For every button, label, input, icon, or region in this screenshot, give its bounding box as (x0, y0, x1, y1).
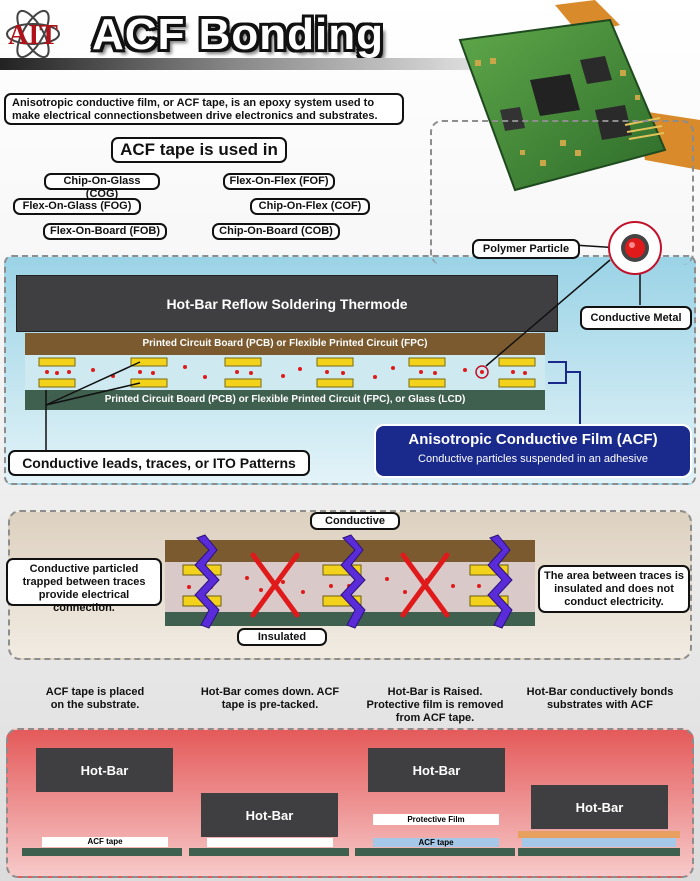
use-cof: Chip-On-Flex (COF) (250, 198, 370, 215)
acf-layer (25, 355, 545, 390)
use-fob: Flex-On-Board (FOB) (43, 223, 167, 240)
polymer-particle-label: Polymer Particle (472, 239, 580, 259)
logo: AIT (4, 4, 62, 62)
conductive-note: Conductive particled trapped between tra… (6, 558, 162, 614)
mechanism-diagram (165, 520, 535, 635)
step-2-substrate (189, 848, 349, 856)
header-bar (0, 58, 470, 70)
step-1-substrate (22, 848, 182, 856)
connector-lines (45, 241, 641, 455)
acf-subtitle: Conductive particles suspended in an adh… (418, 453, 648, 465)
step-2-tape (207, 838, 333, 847)
bottom-board: Printed Circuit Board (PCB) or Flexible … (25, 390, 545, 410)
uses-heading: ACF tape is used in (111, 137, 287, 163)
leads-label: Conductive leads, traces, or ITO Pattern… (8, 450, 310, 476)
acf-box: Anisotropic Conductive Film (ACF) Conduc… (374, 424, 692, 478)
step-3-film: Protective Film (373, 814, 499, 825)
thermode: Hot-Bar Reflow Soldering Thermode (16, 275, 558, 332)
acf-title: Anisotropic Conductive Film (ACF) (408, 431, 658, 448)
use-fog: Flex-On-Glass (FOG) (13, 198, 141, 215)
step-3-caption: Hot-Bar is Raised. Protective film is re… (366, 686, 504, 724)
page-title: ACF Bonding (92, 10, 385, 59)
step-4-caption: Hot-Bar conductively bonds substrates wi… (526, 686, 674, 711)
use-cog: Chip-On-Glass (COG) (44, 173, 160, 200)
step-3-tape: ACF tape (373, 838, 499, 847)
step-1-tape: ACF tape (42, 837, 168, 847)
step-1-caption: ACF tape is placed on the substrate. (45, 686, 145, 711)
step-4-substrate (518, 848, 680, 856)
stack-panel-outline (430, 120, 694, 265)
step-4-flex (518, 831, 680, 838)
use-cob: Chip-On-Board (COB) (212, 223, 340, 240)
step-3-substrate (355, 848, 515, 856)
step-2-caption: Hot-Bar comes down. ACF tape is pre-tack… (200, 686, 340, 711)
insulated-note: The area between traces is insulated and… (538, 565, 690, 613)
step-2-hotbar: Hot-Bar (201, 793, 338, 837)
particle-zoom (595, 220, 675, 280)
step-1-hotbar: Hot-Bar (36, 748, 173, 792)
insulated-label: Insulated (237, 628, 327, 646)
conductive-label: Conductive (310, 512, 400, 530)
use-fof: Flex-On-Flex (FOF) (223, 173, 335, 190)
step-3-hotbar: Hot-Bar (368, 748, 505, 792)
step-4-acf (522, 838, 676, 847)
circuit-board-image (420, 0, 700, 210)
step-4-hotbar: Hot-Bar (531, 785, 668, 829)
svg-text:AIT: AIT (8, 20, 58, 51)
intro-text: Anisotropic conductive film, or ACF tape… (4, 93, 404, 125)
top-board: Printed Circuit Board (PCB) or Flexible … (25, 333, 545, 355)
conductive-metal-label: Conductive Metal (580, 306, 692, 330)
